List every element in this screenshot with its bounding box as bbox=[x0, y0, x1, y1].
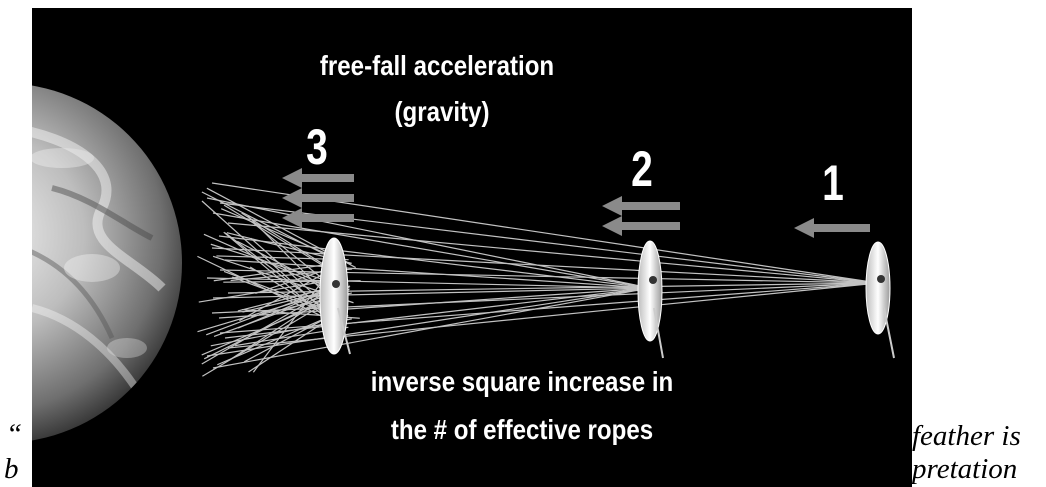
rope-line bbox=[212, 287, 651, 369]
rope-line bbox=[212, 212, 651, 289]
test-object-1 bbox=[865, 241, 895, 359]
earth-globe bbox=[32, 85, 182, 441]
rope-line bbox=[206, 197, 651, 289]
rope-line bbox=[198, 278, 338, 303]
diagram-caption-line1: inverse square increase in bbox=[370, 366, 674, 397]
rope-line bbox=[223, 204, 337, 275]
rope-line bbox=[201, 281, 343, 365]
rope-line bbox=[201, 200, 335, 321]
diagram-caption-line2: the # of effective ropes bbox=[390, 414, 654, 445]
test-object-3 bbox=[319, 237, 351, 355]
background-text-fragment: b bbox=[4, 453, 19, 485]
background-text-fragment: pretation bbox=[912, 455, 1018, 484]
acceleration-arrow-1 bbox=[794, 218, 870, 238]
diagram-canvas bbox=[32, 85, 895, 441]
gravity-diagram: free-fall acceleration (gravity) 3 2 1 i… bbox=[32, 8, 912, 487]
background-text-fragment: “ bbox=[6, 418, 23, 450]
rope-line bbox=[206, 287, 651, 357]
position-label-3: 3 bbox=[306, 119, 328, 175]
rope-line bbox=[223, 231, 338, 328]
diagram-subtitle: (gravity) bbox=[394, 96, 490, 127]
rope-line bbox=[227, 222, 879, 284]
rope-line bbox=[218, 235, 651, 289]
background-text-fragment: feather is bbox=[912, 422, 1021, 451]
test-object-2 bbox=[637, 240, 664, 359]
acceleration-arrows-2 bbox=[602, 196, 680, 236]
diagram-title: free-fall acceleration bbox=[319, 50, 555, 81]
position-label-1: 1 bbox=[822, 155, 844, 211]
rope-line bbox=[201, 191, 338, 262]
acceleration-arrows-3 bbox=[282, 168, 354, 228]
position-label-2: 2 bbox=[631, 141, 653, 197]
